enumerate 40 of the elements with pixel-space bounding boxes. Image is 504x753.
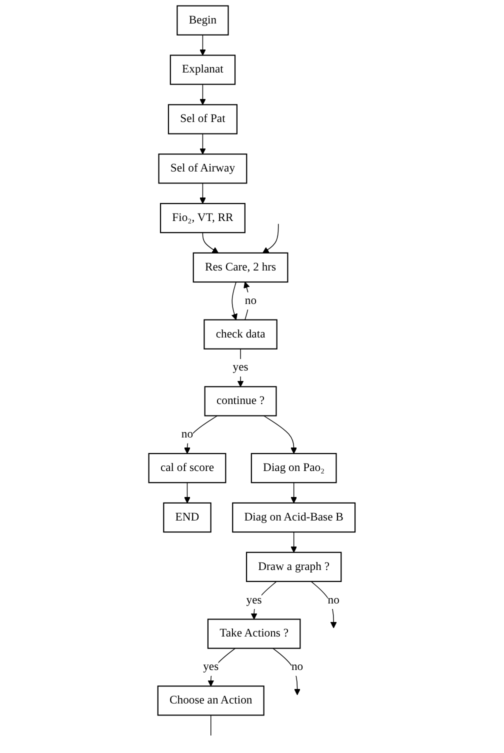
edge-label: yes [246,594,262,606]
node-box: Fio₂, VT, RR [160,202,246,234]
arrow [200,84,206,105]
arrow [200,182,206,204]
arrow [200,34,206,56]
arrow [184,482,191,504]
arrow [231,282,238,320]
arrow [184,415,218,454]
node-box: Diag on Pao₂ [250,453,337,484]
node-box: cal of score [148,453,226,484]
arrow [200,133,206,154]
node-box: Begin [176,5,229,36]
connector [210,714,212,736]
arrow [262,224,279,254]
arrow [208,648,236,686]
node-box: END [163,502,212,533]
node-box: Sel of Pat [168,104,238,134]
edge-label: yes [232,361,248,374]
arrow [290,482,298,504]
node-box: Sel of Airway [158,154,248,184]
node-box: Take Actions ? [208,618,301,649]
edge-label: no [182,428,194,440]
node-box: check data [204,319,278,350]
arrow [250,581,277,620]
arrow [310,581,337,628]
node-box: Res Care, 2 hrs [192,252,288,283]
edge-label: no [328,594,340,606]
arrow [290,532,298,553]
arrow [272,648,301,696]
arrow [263,415,298,454]
arrow [237,348,244,387]
node-box: Explanat [170,54,236,85]
node-box: Draw a graph ? [246,552,342,582]
arrow [202,232,219,254]
node-box: Choose an Action [157,686,264,716]
edge-label: no [292,660,304,674]
node-box: Diag on Acid-Base B [232,502,356,533]
edge-label: no [244,294,257,307]
node-box: continue ? [204,386,277,416]
edge-label: yes [203,660,219,674]
